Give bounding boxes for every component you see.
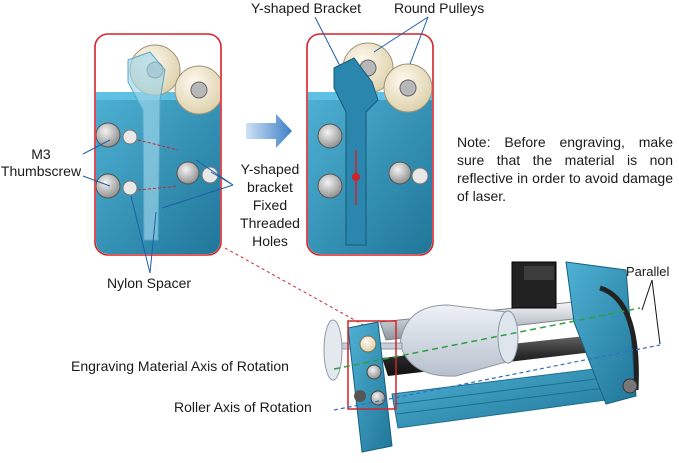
label-yb-line1: Y-shaped [240,161,300,177]
label-m3-line1: M3 [31,146,51,162]
transition-arrow [246,114,292,148]
left-detail-panel [94,33,222,256]
label-parallel: Parallel [626,264,670,279]
roller-assembly [323,261,639,453]
label-m3-line2: Thumbscrew [0,163,82,179]
label-engraving-axis: Engraving Material Axis of Rotation [71,358,289,374]
label-roller-axis: Roller Axis of Rotation [174,399,312,415]
label-m3-thumbscrew: M3 Thumbscrew [0,146,82,180]
zoom-connector [224,247,379,334]
label-yb-line5: Holes [252,233,288,249]
label-y-shaped-bracket-top: Y-shaped Bracket [251,0,361,16]
label-yb-line4: Threaded [240,215,300,231]
label-yb-line3: Fixed [252,197,288,213]
label-nylon-spacer: Nylon Spacer [107,275,192,291]
label-y-bracket-holes: Y-shaped bracket Fixed Threaded Holes [230,160,310,250]
right-detail-panel [306,33,434,256]
label-yb-line2: bracket [247,179,293,195]
engraving-axis-line [333,307,641,370]
label-round-pulleys: Round Pulleys [394,0,485,16]
note-text: Note: Before engraving, make sure that t… [457,134,673,204]
parallel-leaders [641,279,661,345]
leader-lines [82,16,429,274]
